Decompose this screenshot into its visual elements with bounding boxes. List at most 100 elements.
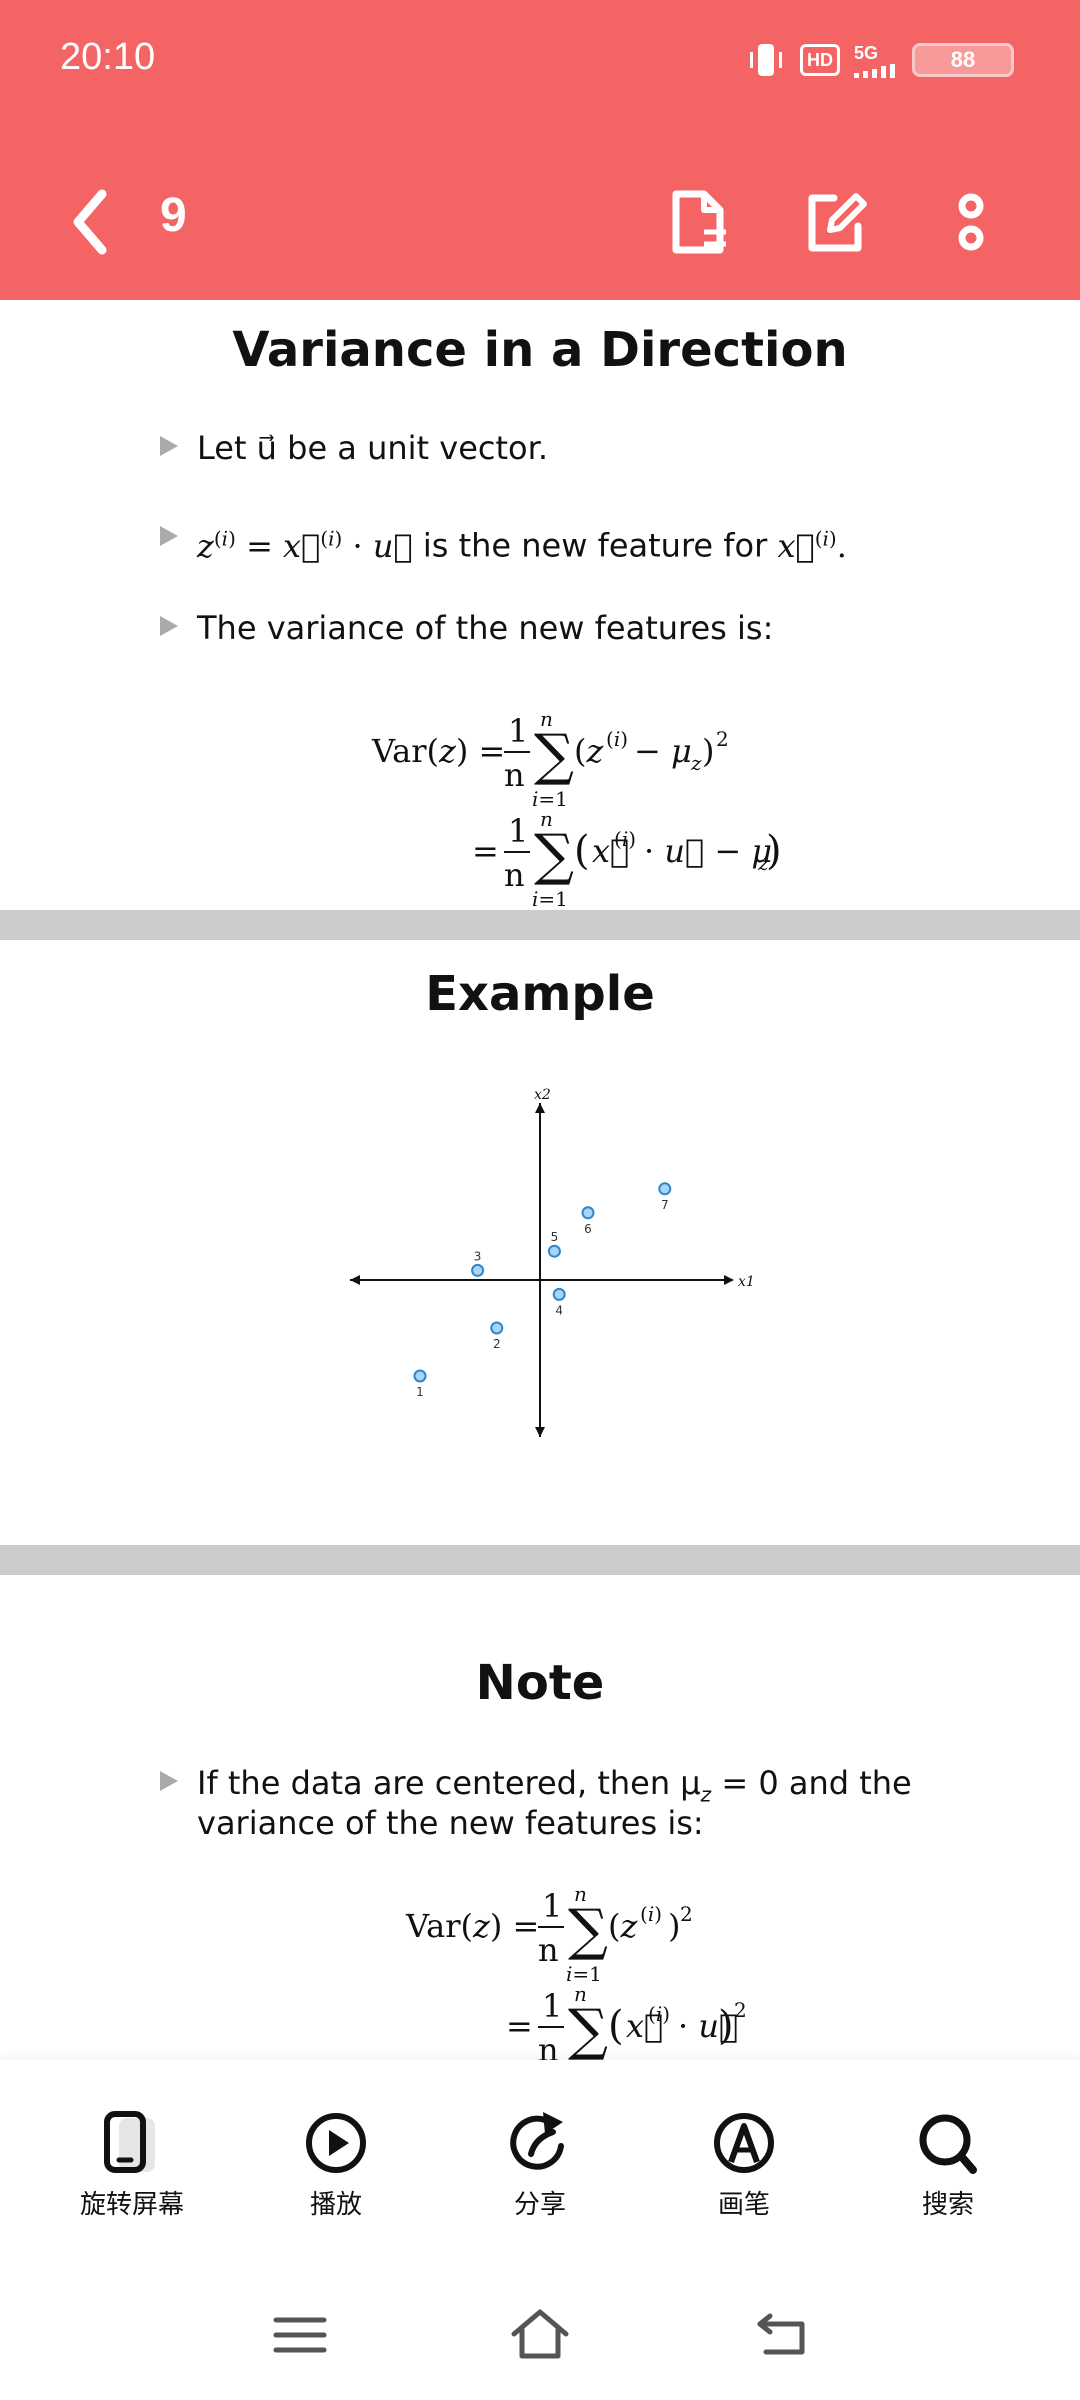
data-point-label: 2 (493, 1337, 501, 1351)
menu-icon[interactable] (270, 2310, 330, 2360)
play-icon (306, 2113, 366, 2173)
svg-text:i=1: i=1 (532, 787, 568, 811)
bullet-text-line1: If the data are centered, then μz = 0 an… (197, 1764, 912, 1807)
data-point-label: 4 (555, 1303, 563, 1317)
slide-title: Variance in a Direction (232, 322, 848, 378)
svg-text:x⃗: x⃗ (626, 2007, 663, 2045)
edit-icon[interactable] (800, 188, 870, 258)
slide-variance: Variance in a Direction Let u⃗ be a unit… (0, 300, 1080, 910)
share-icon (510, 2112, 564, 2170)
data-point (552, 1287, 566, 1301)
more-options-icon[interactable] (936, 188, 1006, 258)
bullet-marker-icon (160, 436, 178, 456)
pen-icon (714, 2113, 774, 2173)
svg-text:n: n (504, 756, 525, 794)
svg-text:z: z (690, 751, 702, 775)
svg-text:2: 2 (680, 1902, 693, 1926)
bottom-toolbar: 旋转屏幕 播放 分享 画笔 搜索 (0, 2060, 1080, 2280)
svg-text:n: n (538, 2031, 559, 2060)
y-axis-label: x2 (534, 1087, 551, 1103)
svg-text:∑: ∑ (534, 823, 574, 888)
signal-icon: 5G (854, 43, 898, 78)
battery-indicator: 88 (912, 43, 1014, 77)
tool-label: 分享 (513, 2190, 566, 2220)
chart-axes: x1 x2 (350, 1087, 755, 1437)
bullet-text: The variance of the new features is: (197, 609, 774, 647)
play-button[interactable]: 播放 (256, 2110, 416, 2221)
svg-text:n: n (538, 1931, 559, 1969)
page-separator (0, 910, 1080, 940)
svg-text:): ) (668, 1907, 680, 1945)
data-point-label: 6 (584, 1222, 592, 1236)
tool-label: 播放 (309, 2190, 362, 2220)
bullet-formula: z(i) = x⃗(i) · u⃗ is the new feature for… (197, 518, 847, 566)
rotate-screen-button[interactable]: 旋转屏幕 (52, 2110, 212, 2221)
centered-variance-equation: Var(z) = 1 n ∑ n i=1 (z (i) ) 2 = 1 n ∑ … (405, 1882, 747, 2060)
svg-text:1: 1 (542, 1887, 562, 1925)
svg-text:· u⃗ − μ: · u⃗ − μ (644, 832, 772, 870)
y-axis-arrow (535, 1103, 545, 1113)
svg-text:1: 1 (508, 712, 528, 750)
svg-text:n: n (540, 707, 553, 731)
y-axis-arrow (535, 1427, 545, 1437)
data-point (547, 1244, 561, 1258)
svg-text:=: = (472, 832, 499, 870)
data-point-label: 3 (474, 1249, 482, 1263)
svg-text:(i): (i) (648, 2002, 670, 2026)
scatter-chart: x1 x2 1 2 3 4 5 6 7 (350, 1087, 755, 1437)
rotate-screen-icon (104, 2111, 155, 2173)
back-icon[interactable] (62, 182, 122, 262)
svg-text:(z: (z (608, 1907, 638, 1945)
data-point (658, 1182, 672, 1196)
svg-text:· u⃗: · u⃗ (678, 2007, 738, 2045)
tool-label: 画笔 (717, 2190, 770, 2220)
svg-text:(i): (i) (640, 1902, 662, 1926)
network-type: 5G (854, 42, 879, 63)
x-axis-arrow (350, 1275, 360, 1285)
svg-text:n: n (574, 1982, 587, 2006)
svg-text:(: ( (608, 2003, 624, 2049)
svg-text:2: 2 (716, 727, 729, 751)
variance-equation: Var(z) = 1 n ∑ n i=1 (z (i) − μ z ) 2 = … (371, 707, 780, 910)
hd-badge: HD (800, 44, 840, 76)
svg-text:Var(z) =: Var(z) = (405, 1907, 539, 1945)
slide-title: Note (475, 1655, 605, 1711)
tool-label: 搜索 (921, 2190, 974, 2220)
svg-text:1: 1 (508, 812, 528, 850)
svg-text:− μ: − μ (634, 732, 692, 770)
vibrate-icon (750, 44, 782, 76)
svg-text:): ) (702, 732, 714, 770)
svg-text:∑: ∑ (568, 1898, 608, 1963)
data-point (413, 1369, 427, 1383)
share-button[interactable]: 分享 (460, 2110, 620, 2221)
home-icon[interactable] (508, 2306, 572, 2362)
svg-text:(i): (i) (606, 727, 628, 751)
svg-text:1: 1 (542, 1987, 562, 2025)
status-time: 20:10 (60, 36, 156, 78)
data-point (471, 1263, 485, 1277)
data-point-label: 7 (661, 1198, 669, 1212)
bullet-text-line2: variance of the new features is: (197, 1804, 704, 1842)
svg-text:): ) (766, 828, 780, 874)
bullet-marker-icon (160, 526, 178, 546)
x-axis-label: x1 (738, 1274, 755, 1290)
svg-text:(z: (z (574, 732, 604, 770)
pen-button[interactable]: 画笔 (664, 2110, 824, 2221)
page-number: 9 (160, 189, 187, 242)
bullet-marker-icon (160, 1771, 178, 1791)
svg-text:z: z (757, 851, 769, 875)
svg-text:x⃗: x⃗ (592, 832, 629, 870)
file-convert-icon[interactable] (664, 188, 734, 258)
svg-text:=: = (506, 2007, 533, 2045)
bullet-text: is the new feature for (422, 526, 768, 565)
data-point-label: 5 (551, 1230, 559, 1244)
data-point-label: 1 (416, 1385, 424, 1399)
svg-text:2: 2 (734, 1998, 747, 2022)
page-separator (0, 1545, 1080, 1575)
feature-formula: z(i) = x⃗(i) · u⃗ (197, 526, 413, 565)
search-button[interactable]: 搜索 (868, 2110, 1028, 2221)
svg-text:n: n (540, 807, 553, 831)
svg-text:n: n (574, 1882, 587, 1906)
back-nav-icon[interactable] (752, 2308, 812, 2360)
